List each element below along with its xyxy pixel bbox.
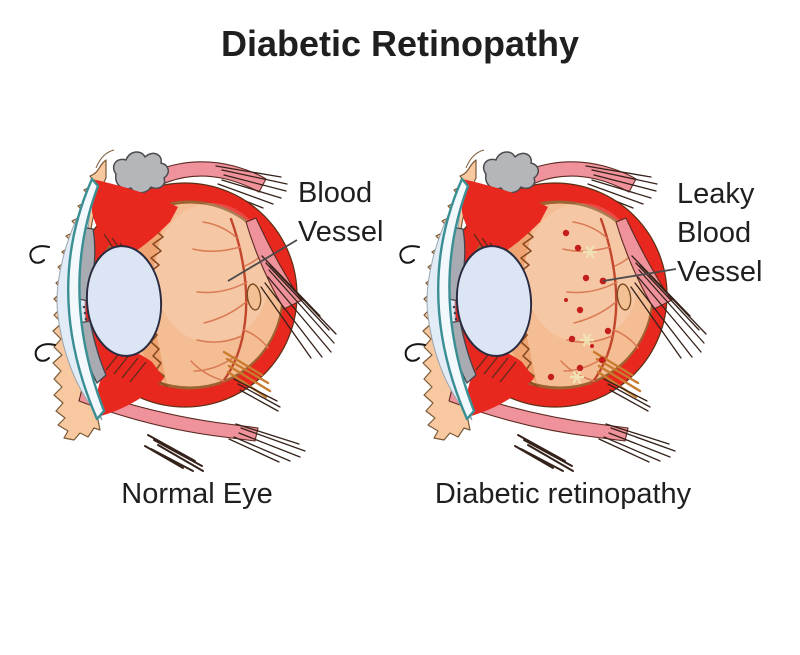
diabetic-eye-panel: Leaky Blood Vessel Diabetic retinopathy: [399, 148, 762, 510]
annotation-line: Vessel: [677, 256, 762, 288]
leaky-blood-vessel-label: Leaky Blood Vessel: [677, 178, 762, 288]
leaky-blood-vessel-leader-line: [602, 268, 677, 282]
annotation-line: Leaky: [677, 178, 755, 210]
blood-vessel-label: Blood Vessel: [298, 177, 383, 248]
annotation-line: Blood: [298, 177, 372, 209]
annotation-line: Blood: [677, 217, 751, 249]
normal-eye-panel: Blood Vessel Normal Eye: [29, 148, 383, 510]
blood-vessel-leader-line: [227, 239, 298, 282]
annotation-line: Vessel: [298, 216, 383, 248]
diabetic-retinopathy-caption: Diabetic retinopathy: [435, 478, 692, 510]
page-title: Diabetic Retinopathy: [221, 23, 579, 64]
diabetic-eye-illustration: [399, 148, 708, 473]
normal-eye-illustration: [29, 148, 338, 473]
normal-eye-caption: Normal Eye: [121, 478, 273, 510]
